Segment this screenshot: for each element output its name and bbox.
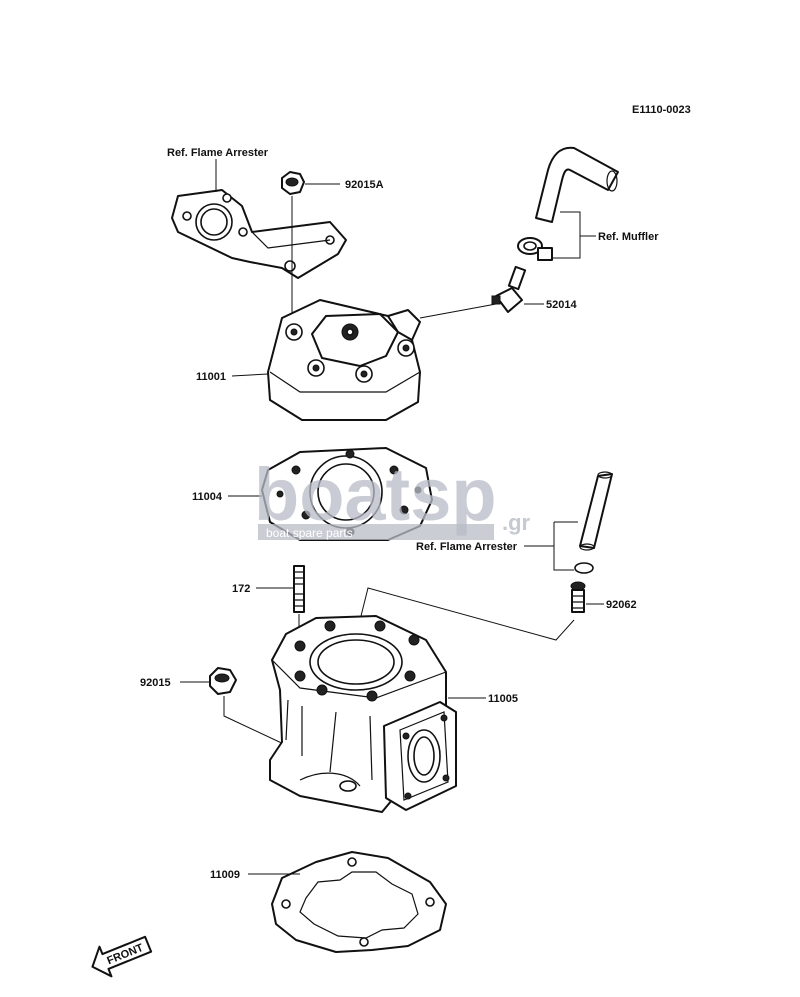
stud-172 (293, 565, 305, 613)
nut-92015a (281, 171, 305, 195)
breather-tube (579, 471, 613, 551)
label-11005: 11005 (488, 693, 518, 705)
hose-clamp (517, 237, 553, 261)
diagram-code: E1110-0023 (632, 104, 691, 116)
cylinder-block (269, 615, 447, 813)
label-11001: 11001 (196, 371, 226, 383)
tube-clip (574, 562, 594, 574)
label-11009: 11009 (210, 869, 240, 881)
label-92062: 92062 (606, 599, 637, 611)
label-92015a: 92015A (345, 179, 384, 191)
cylinder-head (267, 299, 421, 421)
watermark: boatsp .gr boat spare parts (254, 453, 531, 540)
flame-arrester-bracket (171, 189, 347, 279)
label-52014: 52014 (546, 299, 577, 311)
watermark-tagline: boat spare parts (266, 526, 353, 540)
label-ref-flame-arrester-mid: Ref. Flame Arrester (416, 541, 518, 553)
fitting-92062 (570, 581, 586, 613)
label-ref-muffler: Ref. Muffler (598, 231, 659, 243)
front-arrow-icon: FRONT (91, 935, 153, 978)
watermark-suffix: .gr (502, 510, 531, 535)
nut-92015 (209, 667, 237, 695)
base-gasket (271, 851, 447, 953)
label-172: 172 (232, 583, 250, 595)
label-ref-flame-arrester-top: Ref. Flame Arrester (167, 147, 269, 159)
label-92015: 92015 (140, 677, 171, 689)
label-11004: 11004 (192, 491, 223, 503)
fitting-52014 (491, 265, 527, 313)
watermark-main: boatsp (254, 453, 497, 536)
exhaust-port-flange (383, 701, 457, 811)
muffler-hose (535, 146, 619, 223)
